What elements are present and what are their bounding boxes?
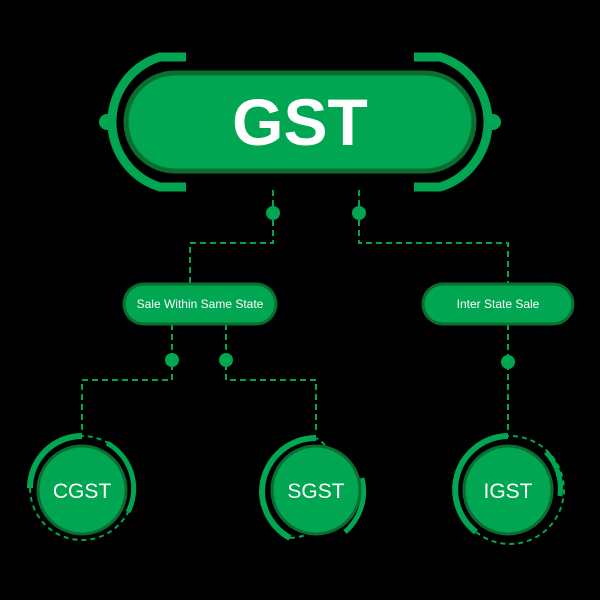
- connector-lines: [81, 190, 509, 432]
- leaf-circle-sgst: [270, 444, 362, 536]
- leaf-arc-thick-cgst: [105, 440, 137, 514]
- leaf-circle-cgst: [36, 444, 128, 536]
- connector-same-state-to-cgst: [81, 324, 173, 432]
- leaf-node-sgst: SGST: [258, 435, 367, 541]
- root-left-dot: [99, 114, 115, 130]
- leaf-node-igst: IGST: [452, 433, 565, 545]
- root-pill: [123, 70, 477, 174]
- connector-root-to-same-state: [189, 190, 274, 284]
- root-node-gst: GST: [99, 52, 501, 220]
- leaf-label-igst: IGST: [483, 480, 532, 503]
- branch-pill-inter-state: [421, 282, 575, 326]
- leaf-node-cgst: CGST: [27, 433, 137, 541]
- branch-node-same-state: Sale Within Same State: [122, 282, 278, 367]
- leaf-label-sgst: SGST: [287, 480, 344, 503]
- leaf-arc-solid-sgst: [258, 435, 317, 541]
- leaf-circle-igst: [462, 444, 554, 536]
- branch-dot-inter-state: [501, 355, 515, 369]
- branch-label-inter-state: Inter State Sale: [457, 297, 540, 311]
- branch-dot-same-state-right: [219, 353, 233, 367]
- leaf-arc-solid-igst: [452, 433, 509, 535]
- connector-same-state-to-sgst: [225, 324, 317, 432]
- leaf-label-cgst: CGST: [53, 480, 112, 503]
- root-label: GST: [232, 85, 368, 159]
- connector-root-to-inter-state: [358, 190, 509, 284]
- branch-label-same-state: Sale Within Same State: [137, 297, 264, 311]
- leaf-arc-dashed-igst: [475, 434, 565, 545]
- leaf-arc-thick-igst: [544, 450, 563, 497]
- branch-dot-same-state-left: [165, 353, 179, 367]
- root-connector-dot-left: [266, 206, 280, 220]
- branch-pill-same-state: [122, 282, 278, 326]
- root-right-dot: [485, 114, 501, 130]
- branch-node-inter-state: Inter State Sale: [421, 282, 575, 369]
- root-connector-dot-right: [352, 206, 366, 220]
- leaf-arc-solid-cgst: [27, 433, 83, 489]
- leaf-arc-thick-sgst: [343, 477, 367, 534]
